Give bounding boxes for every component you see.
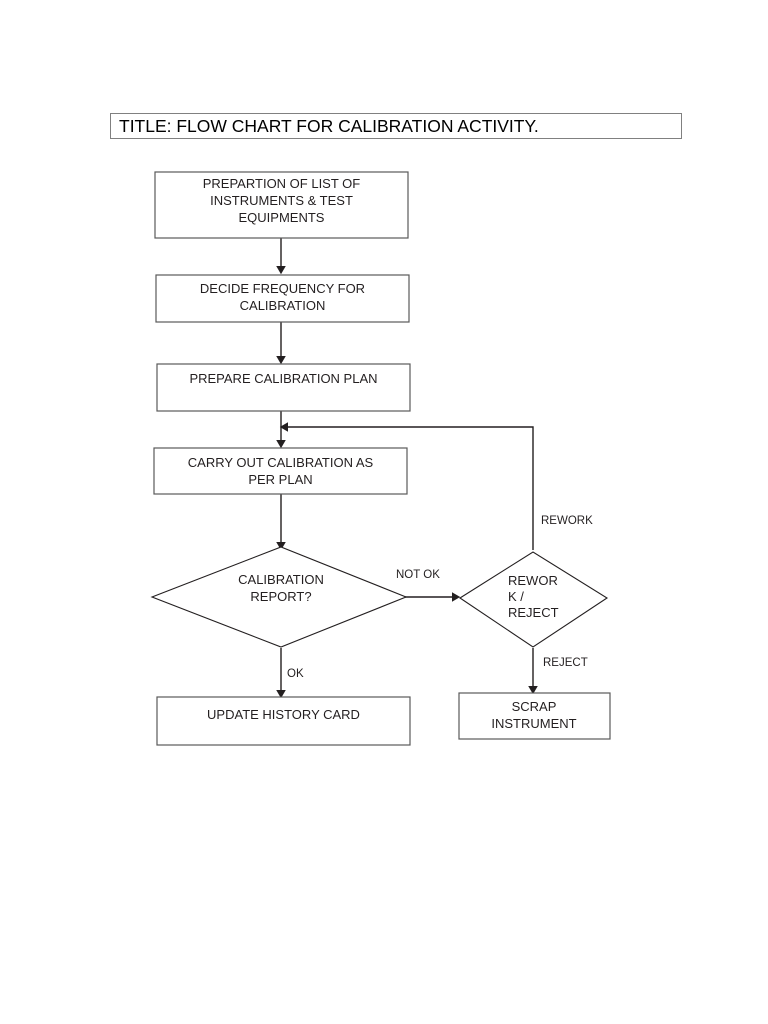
process-box [154,171,409,239]
edge-rework-loop-to-carryout [279,422,534,550]
node-carry-out-calibration[interactable]: CARRY OUT CALIBRATION AS PER PLAN [153,447,408,495]
edge-label-ok: OK [287,668,304,680]
title-banner: TITLE: FLOW CHART FOR CALIBRATION ACTIVI… [110,113,682,139]
decision-diamond [458,551,609,648]
process-box [458,692,611,740]
process-box [155,274,410,323]
node-update-history-card[interactable]: UPDATE HISTORY CARD [156,696,411,746]
node-label-line-2: K / [508,589,524,604]
node-label-line-1: DECIDE FREQUENCY FOR [200,281,365,296]
process-box [156,696,411,746]
node-label-line-3: EQUIPMENTS [239,210,325,225]
node-scrap-instrument[interactable]: SCRAP INSTRUMENT [458,692,611,740]
edge-label-reject: REJECT [543,657,588,669]
connector-layer [276,238,538,699]
node-label-line-1: CARRY OUT CALIBRATION AS [188,455,374,470]
node-label-line-2: REPORT? [250,589,311,604]
node-label-line-1: REWOR [508,573,558,588]
node-preparation-of-list[interactable]: PREPARTION OF LIST OF INSTRUMENTS & TEST… [154,171,409,239]
edge-label-rework: REWORK [541,515,593,527]
edge-label-layer: NOT OK OK REJECT REWORK [287,515,593,680]
node-label-line-1: SCRAP [512,699,557,714]
decision-diamond [150,546,408,648]
node-calibration-report-decision[interactable]: CALIBRATION REPORT? [150,546,408,648]
node-prepare-calibration-plan[interactable]: PREPARE CALIBRATION PLAN [156,363,411,412]
node-decide-frequency[interactable]: DECIDE FREQUENCY FOR CALIBRATION [155,274,410,323]
node-label-line-3: REJECT [508,605,559,620]
edge-label-not-ok: NOT OK [396,569,440,581]
node-label-line-1: UPDATE HISTORY CARD [207,707,360,722]
node-label-line-1: PREPARE CALIBRATION PLAN [189,371,377,386]
node-label-line-2: CALIBRATION [240,298,326,313]
node-label-line-2: PER PLAN [248,472,312,487]
page-title: TITLE: FLOW CHART FOR CALIBRATION ACTIVI… [119,115,539,136]
process-box [156,363,411,412]
node-label-line-2: INSTRUMENTS & TEST [210,193,353,208]
node-label-line-1: PREPARTION OF LIST OF [203,176,361,191]
node-label-line-2: INSTRUMENT [491,716,576,731]
node-rework-reject-decision[interactable]: REWOR K / REJECT [458,551,609,648]
node-label-line-1: CALIBRATION [238,572,324,587]
process-box [153,447,408,495]
